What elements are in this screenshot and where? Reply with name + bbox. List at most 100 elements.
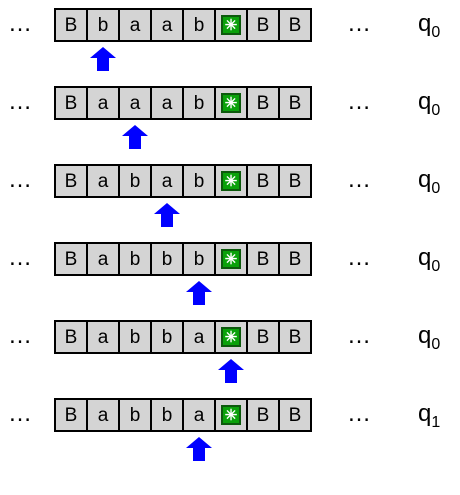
tape-cell: B [54,86,88,120]
tape-cell: B [246,164,280,198]
tape-symbol: B [64,92,78,114]
tape-symbol: B [288,248,302,270]
tape-symbol: b [129,170,141,192]
tape-cell: a [150,86,184,120]
ellipsis-left: … [8,166,32,193]
tape-symbol: b [193,248,205,270]
tape-symbol: B [288,92,302,114]
state-label: q0 [418,244,440,281]
tape-cell: b [118,320,152,354]
tape-symbol: a [97,326,109,348]
tape-symbol: a [161,92,173,114]
ellipsis-right: … [347,166,371,193]
state-letter: q [418,400,432,427]
tape-cell: B [278,164,312,198]
head-arrow-icon [154,203,180,227]
tape-symbol: b [129,326,141,348]
end-marker-icon: ✳ [221,171,241,191]
tape-symbol: a [97,248,109,270]
tape-cell: a [118,8,152,42]
tape-cell: a [86,242,120,276]
tape-cell: b [118,398,152,432]
tape-symbol: a [161,14,173,36]
tape-symbol: b [161,404,173,426]
tape-symbol: B [288,14,302,36]
state-letter: q [418,10,432,37]
head-arrow-icon [122,125,148,149]
ellipsis-right: … [347,244,371,271]
state-letter: q [418,322,432,349]
state-label: q0 [418,166,440,203]
state-label: q1 [418,400,440,437]
head-arrow-icon [186,281,212,305]
tape-symbol: b [129,404,141,426]
tape-symbol: b [129,248,141,270]
state-label: q0 [418,322,440,359]
tape-cell: a [150,8,184,42]
tape-cell: B [54,164,88,198]
head-arrow-icon [218,359,244,383]
tape-cell: b [150,242,184,276]
tape-symbol: B [288,170,302,192]
tape-symbol: a [129,92,141,114]
tape-cell: B [246,398,280,432]
tape-symbol: b [161,248,173,270]
tape-symbol: b [193,170,205,192]
tape-cell: b [118,164,152,198]
tape-cell: B [278,86,312,120]
tape-cell: a [182,398,216,432]
tape-cell: a [86,164,120,198]
ellipsis-left: … [8,400,32,427]
tape-cell: b [182,8,216,42]
state-letter: q [418,88,432,115]
tape-cell: B [278,8,312,42]
state-subscript: 0 [431,336,441,353]
tape-symbol: B [288,404,302,426]
tape-symbol: a [97,404,109,426]
tape-symbol: B [256,248,270,270]
state-subscript: 1 [431,414,441,431]
tape-cell-marker: ✳ [214,164,248,198]
tape-cell-marker: ✳ [214,86,248,120]
tape-cell: B [278,398,312,432]
tape-symbol: a [193,404,205,426]
end-marker-icon: ✳ [221,327,241,347]
tape-cell-marker: ✳ [214,242,248,276]
tape-symbol: a [97,92,109,114]
tape-cell: b [150,320,184,354]
tape-symbol: a [97,170,109,192]
tape-cell-marker: ✳ [214,398,248,432]
state-label: q0 [418,10,440,47]
tape-cell: b [182,164,216,198]
tape-cell: a [86,398,120,432]
tape-cell: B [54,320,88,354]
tape-cell: a [150,164,184,198]
tape-cell: B [54,398,88,432]
tape-symbol: B [288,326,302,348]
tape-cell: B [54,242,88,276]
tape-cell: a [86,320,120,354]
tape-symbol: B [64,170,78,192]
head-arrow-icon [90,47,116,71]
tape-cell: B [246,86,280,120]
ellipsis-left: … [8,244,32,271]
tape-symbol: B [64,404,78,426]
tape-symbol: b [97,14,109,36]
tape-cell: b [86,8,120,42]
tape-cell: B [278,320,312,354]
tape-symbol: B [256,404,270,426]
tape-symbol: B [64,326,78,348]
state-subscript: 0 [431,24,441,41]
ellipsis-right: … [347,400,371,427]
tape-cell: B [246,8,280,42]
tape-symbol: b [193,92,205,114]
end-marker-icon: ✳ [221,405,241,425]
